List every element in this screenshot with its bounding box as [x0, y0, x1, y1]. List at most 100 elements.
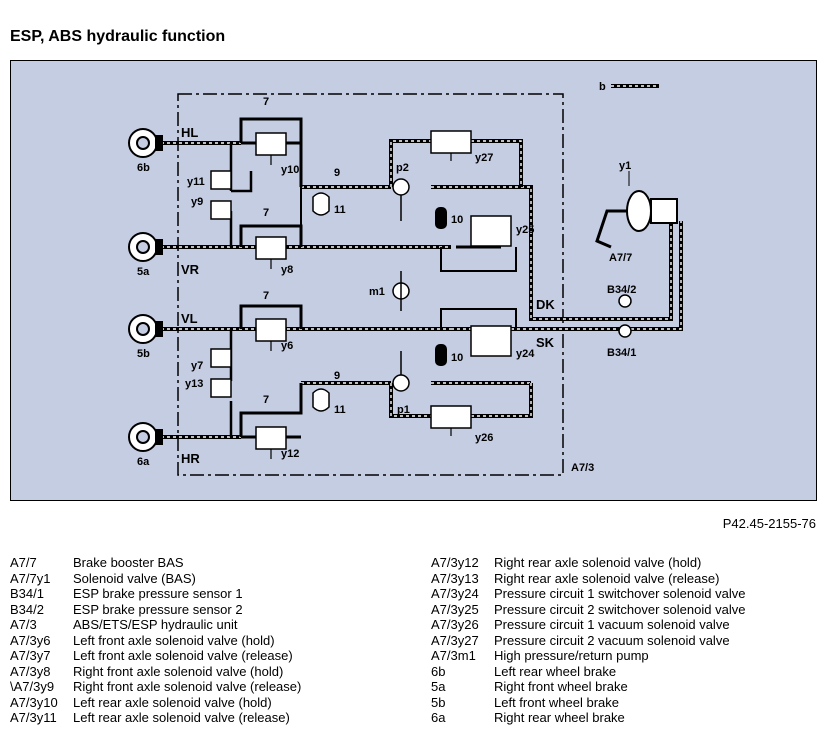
hydraulic-diagram: b y1 A7/7 B34/2 B34/1 DK SK A7/3 HL VR V…: [10, 60, 817, 501]
legend-code: 5a: [431, 679, 446, 694]
pressure-sensor-b34-1: [618, 324, 632, 338]
legend-desc: Pressure circuit 1 switchover solenoid v…: [494, 586, 746, 601]
label-dk: DK: [536, 297, 555, 312]
legend-row: A7/3y25 Pressure circuit 2 switchover sol…: [431, 602, 745, 618]
legend-row: A7/3y27 Pressure circuit 2 vacuum solenoi…: [431, 633, 745, 649]
label-5a: 5a: [137, 266, 150, 278]
legend-code: A7/3y12: [431, 555, 479, 570]
label-y7: y7: [191, 360, 203, 372]
label-6a: 6a: [137, 456, 150, 468]
legend-code: A7/3m1: [431, 648, 476, 663]
valve-y6: [255, 318, 287, 342]
legend-desc: Brake booster BAS: [73, 555, 184, 570]
accumulator-lower: [312, 388, 330, 412]
a7-3-boundary: [177, 93, 564, 476]
label-10-lower: 10: [451, 352, 463, 364]
accumulator-upper: [312, 192, 330, 216]
damper-upper: [435, 207, 447, 229]
label-p2: p2: [396, 162, 409, 174]
valve-y26: [430, 405, 472, 429]
legend-code: B34/1: [10, 586, 44, 601]
legend-row: A7/3y11 Left rear axle solenoid valve (re…: [10, 710, 301, 726]
label-a7-7: A7/7: [609, 252, 632, 264]
label-11-lower: 11: [334, 404, 346, 416]
legend-code: B34/2: [10, 601, 44, 617]
label-y24: y24: [516, 348, 535, 360]
legend-desc: Right front axle solenoid valve (release…: [73, 679, 302, 694]
legend-code: A7/3y6: [10, 632, 51, 648]
label-p1: p1: [397, 404, 410, 416]
label-y26: y26: [475, 432, 493, 444]
wheel-brake-6a: [128, 422, 163, 452]
label-11-upper: 11: [334, 204, 346, 216]
legend-code: 6b: [431, 663, 446, 679]
legend-desc: Left rear wheel brake: [494, 663, 617, 679]
legend-desc: Left front axle solenoid valve (hold): [73, 632, 275, 648]
label-6b: 6b: [137, 162, 150, 174]
label-b34-2: B34/2: [607, 284, 636, 296]
wheel-brake-5a: [128, 232, 163, 262]
damper-lower: [435, 344, 447, 366]
hydraulic-diagram-svg: b y1 A7/7 B34/2 B34/1 DK SK A7/3 HL VR V…: [128, 81, 683, 476]
legend-row: A7/3 ABS/ETS/ESP hydraulic unit: [10, 617, 301, 633]
legend-code: A7/3y26: [431, 617, 479, 632]
legend-code: A7/3y7: [10, 648, 51, 663]
valve-y8: [255, 236, 287, 260]
label-y13: y13: [185, 378, 203, 390]
pump-p1: [392, 351, 410, 392]
legend-desc: Left rear axle solenoid valve (hold): [73, 694, 272, 710]
label-sk: SK: [536, 335, 555, 350]
figure-reference: P42.45-2155-76: [722, 516, 816, 531]
legend-desc: Pressure circuit 2 switchover solenoid v…: [494, 601, 746, 617]
label-y1: y1: [619, 160, 631, 172]
legend-desc: Left rear axle solenoid valve (release): [73, 710, 290, 725]
legend-desc: Left front axle solenoid valve (release): [73, 648, 293, 663]
legend-code: 5b: [431, 694, 446, 710]
legend-code: A7/3: [10, 617, 37, 632]
legend-desc: Pressure circuit 2 vacuum solenoid valve: [494, 632, 730, 648]
legend-desc: Pressure circuit 1 vacuum solenoid valve: [494, 617, 730, 632]
legend-row: A7/3y24 Pressure circuit 1 switchover sol…: [431, 586, 745, 602]
legend-desc: Left front wheel brake: [494, 694, 620, 710]
legend-row: A7/3y7 Left front axle solenoid valve (re…: [10, 648, 301, 664]
label-7-lower-b: 7: [263, 394, 269, 406]
legend-row: A7/3m1 High pressure/return pump: [431, 648, 745, 664]
valve-y24: [470, 325, 512, 357]
valve-y10: [255, 132, 287, 156]
pressure-sensor-b34-2: [618, 294, 632, 308]
legend-right: A7/3y12 Right rear axle solenoid valve (h…: [431, 555, 745, 726]
legend-code: A7/3y11: [10, 710, 57, 725]
label-9-lower: 9: [334, 370, 340, 382]
legend-code: A7/3y13: [431, 570, 479, 586]
legend-row: 5b Left front wheel brake: [431, 695, 745, 711]
label-y25: y25: [516, 224, 534, 236]
legend-code: A7/3y8: [10, 663, 51, 679]
legend-code: A7/3y24: [431, 586, 479, 601]
label-9-upper: 9: [334, 167, 340, 179]
legend-row: A7/3y12 Right rear axle solenoid valve (h…: [431, 555, 745, 571]
legend-code: A7/3y27: [431, 632, 479, 648]
wheel-brake-6b: [128, 128, 163, 158]
valve-y11: [210, 170, 232, 190]
legend-row: 6b Left rear wheel brake: [431, 664, 745, 680]
label-7-upper-b: 7: [263, 207, 269, 219]
label-y6: y6: [281, 340, 293, 352]
legend-row: A7/3y6 Left front axle solenoid valve (ho…: [10, 633, 301, 649]
legend-desc: Right rear axle solenoid valve (hold): [494, 555, 702, 570]
legend-code: A7/3y25: [431, 601, 479, 617]
legend-code: A7/7: [10, 555, 37, 570]
legend-desc: High pressure/return pump: [494, 648, 649, 663]
brake-booster-a7-7: [595, 171, 678, 249]
wheel-brake-5b: [128, 314, 163, 344]
legend-desc: Right front wheel brake: [494, 679, 628, 694]
label-y12: y12: [281, 448, 299, 460]
legend-desc: ABS/ETS/ESP hydraulic unit: [73, 617, 238, 632]
upper-circuit-lines: [161, 117, 673, 321]
label-b: b: [599, 81, 606, 93]
